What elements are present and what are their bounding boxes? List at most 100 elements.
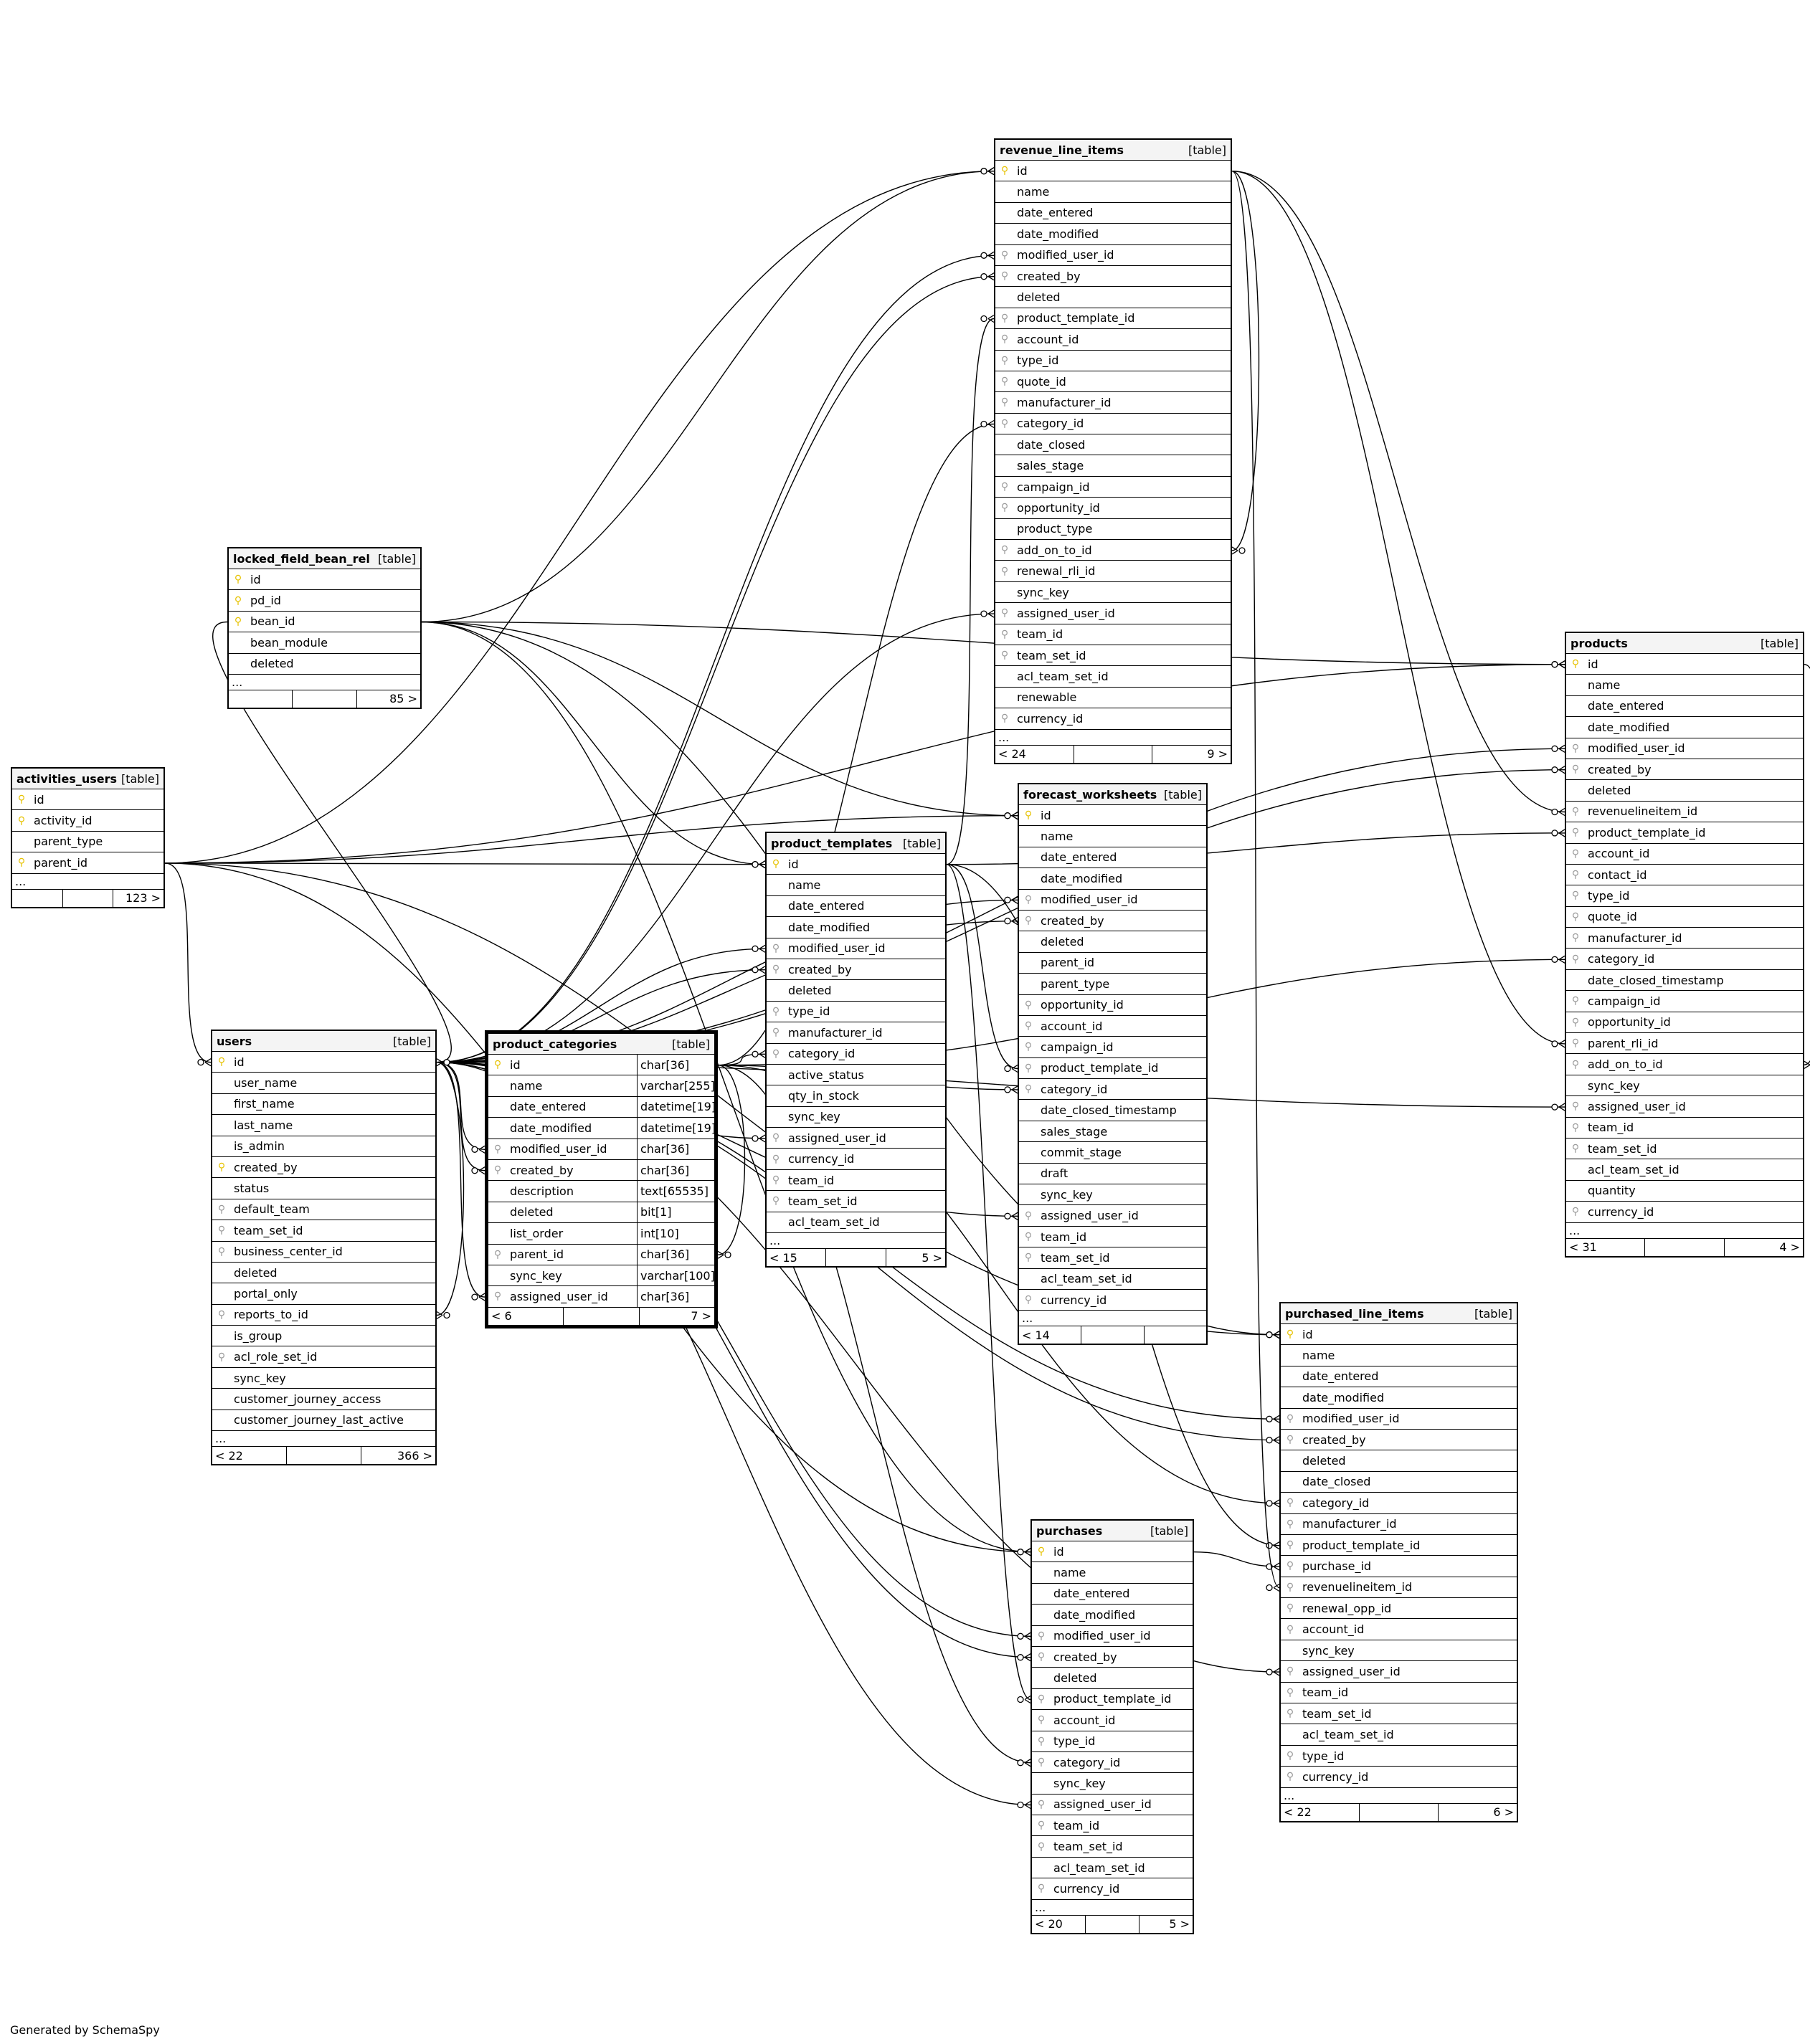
column-row[interactable]: ⚲account_id <box>1032 1710 1193 1731</box>
column-row[interactable]: ⚲product_template_id <box>1566 822 1803 844</box>
parents-count[interactable]: < 6 <box>491 1309 512 1323</box>
column-row[interactable]: ⚲contact_id <box>1566 865 1803 886</box>
table-name[interactable]: purchased_line_items <box>1285 1306 1424 1321</box>
children-count[interactable]: 123 > <box>113 889 164 907</box>
column-row[interactable]: ⚲reports_to_id <box>212 1305 435 1326</box>
column-row[interactable]: ⚲add_on_to_id <box>995 540 1231 561</box>
column-row[interactable]: ⚲manufacturer_id <box>995 392 1231 414</box>
table-header[interactable]: purchased_line_items[table] <box>1281 1303 1517 1324</box>
column-row[interactable]: date_closed <box>995 434 1231 456</box>
column-row[interactable]: date_modified <box>1032 1605 1193 1626</box>
column-row[interactable]: date_entered <box>767 896 945 918</box>
table-name[interactable]: locked_field_bean_rel <box>233 551 370 566</box>
column-row[interactable]: ⚲product_template_id <box>1019 1058 1206 1080</box>
column-row[interactable]: ⚲team_set_id <box>1032 1836 1193 1858</box>
column-row[interactable]: ⚲id <box>1032 1541 1193 1563</box>
column-row[interactable]: ⚲product_template_id <box>1281 1535 1517 1556</box>
column-row[interactable]: ⚲currency_id <box>1281 1767 1517 1788</box>
column-row[interactable]: ⚲type_id <box>1566 885 1803 907</box>
column-row[interactable]: date_entered <box>1281 1366 1517 1388</box>
column-row[interactable]: ⚲add_on_to_id <box>1566 1054 1803 1075</box>
column-row[interactable]: date_closed_timestamp <box>1019 1100 1206 1121</box>
column-row[interactable]: deleted <box>1281 1450 1517 1472</box>
column-row[interactable]: date_entered <box>995 203 1231 224</box>
parents-count[interactable]: < 31 <box>1569 1240 1597 1255</box>
column-row[interactable]: ⚲assigned_user_id <box>995 603 1231 624</box>
table-header[interactable]: revenue_line_items[table] <box>995 140 1231 161</box>
column-row[interactable]: ⚲created_by <box>1566 759 1803 781</box>
column-row[interactable]: ⚲team_set_id <box>1019 1247 1206 1269</box>
column-row[interactable]: ⚲renewal_rli_id <box>995 561 1231 582</box>
column-row[interactable]: name <box>1032 1562 1193 1584</box>
table-name[interactable]: product_categories <box>493 1037 617 1051</box>
column-row[interactable]: ⚲campaign_id <box>995 477 1231 498</box>
column-row[interactable]: ⚲account_id <box>1566 844 1803 865</box>
column-row[interactable]: ⚲purchase_id <box>1281 1556 1517 1577</box>
column-row[interactable]: ⚲modified_user_id <box>1032 1626 1193 1647</box>
column-row[interactable]: ⚲currency_id <box>1019 1290 1206 1311</box>
column-row[interactable]: sync_key <box>1019 1184 1206 1206</box>
table-name[interactable]: users <box>217 1034 252 1048</box>
table-header[interactable]: product_templates[table] <box>767 833 945 854</box>
children-count[interactable]: 85 > <box>356 690 420 708</box>
column-row[interactable]: is_group <box>212 1326 435 1347</box>
column-row[interactable]: ⚲id <box>767 854 945 875</box>
column-row[interactable]: parent_type <box>1019 974 1206 995</box>
column-row[interactable]: acl_team_set_id <box>1566 1159 1803 1181</box>
column-row[interactable]: deleted <box>767 980 945 1002</box>
column-row[interactable]: status <box>212 1178 435 1199</box>
column-row[interactable]: ⚲category_id <box>1566 949 1803 970</box>
column-row[interactable]: ⚲id <box>1019 805 1206 827</box>
column-row[interactable]: sync_key <box>1032 1773 1193 1795</box>
column-row[interactable]: ⚲modified_user_id <box>1566 738 1803 759</box>
more-columns-indicator[interactable]: ... <box>12 874 164 890</box>
column-row[interactable]: ⚲quote_id <box>1566 907 1803 928</box>
more-columns-indicator[interactable]: ... <box>212 1431 435 1448</box>
column-row[interactable]: first_name <box>212 1094 435 1116</box>
column-row[interactable]: deleted <box>1566 780 1803 802</box>
column-row[interactable]: product_type <box>995 519 1231 541</box>
column-row[interactable]: ⚲id <box>212 1052 435 1073</box>
column-row[interactable]: is_admin <box>212 1136 435 1157</box>
column-row[interactable]: ⚲category_id <box>1032 1752 1193 1774</box>
column-row[interactable]: ⚲assigned_user_id <box>1032 1795 1193 1816</box>
column-row[interactable]: ⚲revenuelineitem_id <box>1281 1577 1517 1599</box>
table-name[interactable]: purchases <box>1036 1524 1103 1538</box>
column-row[interactable]: ⚲created_by <box>1019 911 1206 932</box>
parents-count[interactable]: < 20 <box>1035 1917 1063 1931</box>
column-row[interactable]: ⚲activity_id <box>12 810 164 832</box>
column-row[interactable]: ⚲opportunity_id <box>1019 995 1206 1016</box>
table-header[interactable]: users[table] <box>212 1031 435 1052</box>
column-row[interactable]: deleted <box>212 1263 435 1284</box>
table-header[interactable]: product_categories[table] <box>488 1034 714 1055</box>
column-row[interactable]: ⚲modified_user_id <box>767 938 945 959</box>
column-row[interactable]: ⚲account_id <box>1019 1016 1206 1037</box>
column-row[interactable]: ⚲pd_id <box>229 590 420 612</box>
children-count[interactable]: 9 > <box>1152 745 1231 763</box>
children-count[interactable]: 4 > <box>1723 1238 1803 1256</box>
column-row[interactable]: ⚲id <box>12 789 164 811</box>
column-row[interactable]: date_entered <box>1566 696 1803 718</box>
column-row[interactable]: sync_key <box>995 582 1231 604</box>
children-count[interactable] <box>1143 1326 1206 1344</box>
parents-count[interactable]: < 15 <box>769 1250 797 1265</box>
column-row[interactable]: ⚲team_set_id <box>1281 1703 1517 1725</box>
table-name[interactable]: forecast_worksheets <box>1023 787 1157 802</box>
column-row[interactable]: ⚲modified_user_id <box>1281 1409 1517 1430</box>
column-row[interactable]: date_modified <box>767 917 945 938</box>
column-row[interactable]: ⚲product_template_id <box>1032 1689 1193 1711</box>
column-row[interactable]: ⚲type_id <box>1032 1731 1193 1752</box>
column-row[interactable]: ⚲category_id <box>1019 1079 1206 1101</box>
column-row[interactable]: ⚲bean_id <box>229 612 420 633</box>
column-row[interactable]: ⚲acl_role_set_id <box>212 1346 435 1368</box>
column-row[interactable]: deleted <box>995 287 1231 308</box>
column-row[interactable]: name <box>1019 826 1206 847</box>
table-header[interactable]: purchases[table] <box>1032 1521 1193 1541</box>
